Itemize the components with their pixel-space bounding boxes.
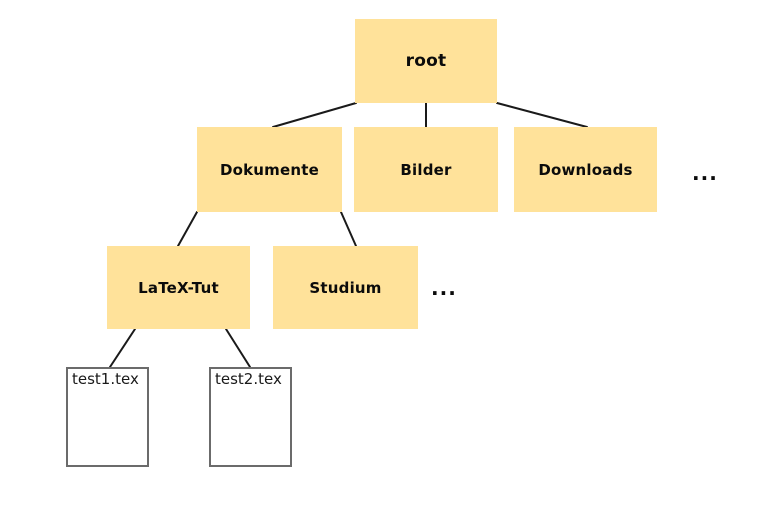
node-test2-tex[interactable]: test2.tex <box>209 367 292 467</box>
node-latex-tut-label: LaTeX-Tut <box>138 278 219 297</box>
node-test1-tex-label: test1.tex <box>72 370 139 388</box>
node-latex-tut[interactable]: LaTeX-Tut <box>107 246 250 329</box>
edge-dokumente-latex-tut <box>177 211 198 247</box>
node-test1-tex[interactable]: test1.tex <box>66 367 149 467</box>
edge-root-downloads <box>496 102 588 128</box>
node-downloads-label: Downloads <box>538 160 633 179</box>
node-downloads[interactable]: Downloads <box>514 127 657 212</box>
node-dokumente[interactable]: Dokumente <box>197 127 342 212</box>
node-studium[interactable]: Studium <box>273 246 418 329</box>
ellipsis-level-3: ... <box>431 276 457 300</box>
node-bilder[interactable]: Bilder <box>354 127 498 212</box>
edge-root-dokumente <box>272 102 357 128</box>
edge-dokumente-studium <box>340 211 357 247</box>
node-test2-tex-label: test2.tex <box>215 370 282 388</box>
node-studium-label: Studium <box>309 278 382 297</box>
edge-latex-tut-test2 <box>225 328 251 368</box>
ellipsis-level-2: ... <box>692 161 718 185</box>
node-root[interactable]: root <box>355 19 497 103</box>
node-bilder-label: Bilder <box>400 160 452 179</box>
node-root-label: root <box>405 51 447 71</box>
edge-latex-tut-test1 <box>109 328 136 368</box>
node-dokumente-label: Dokumente <box>219 160 320 179</box>
